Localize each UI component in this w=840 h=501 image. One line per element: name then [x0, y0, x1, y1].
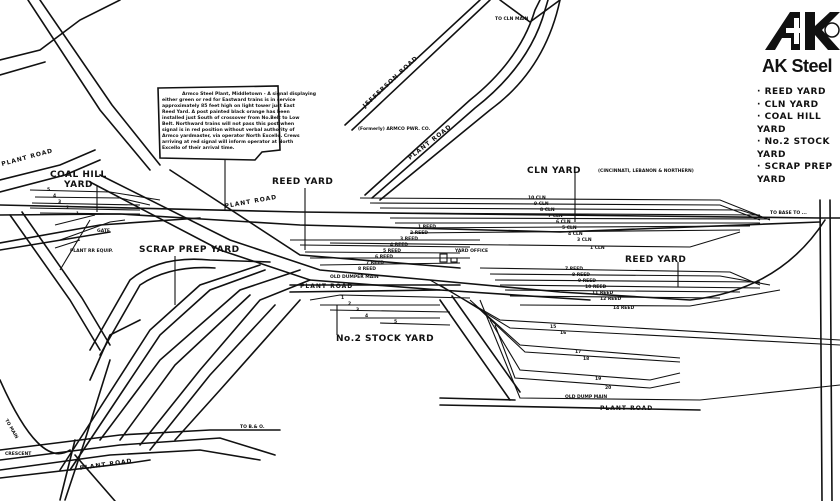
- svg-text:1: 1: [341, 295, 344, 301]
- svg-text:5: 5: [47, 187, 50, 193]
- svg-text:12 REED: 12 REED: [600, 296, 621, 302]
- reed-yard-label-right: REED YARD: [625, 255, 686, 265]
- armco-power-label: (Formerly) ARMCO PWR. CO.: [358, 126, 431, 132]
- svg-text:4: 4: [365, 313, 368, 319]
- plant-road-label: PLANT ROAD: [1, 147, 54, 168]
- svg-text:9 CLN: 9 CLN: [534, 201, 549, 207]
- plant-rr-equip-label: PLANT RR EQUIP.: [70, 248, 113, 254]
- old-dumper-main-label: OLD DUMPER MAIN: [330, 274, 379, 280]
- svg-text:3 REED: 3 REED: [400, 236, 418, 242]
- cln-yard-label: CLN YARD: [527, 166, 581, 176]
- svg-text:3: 3: [356, 307, 359, 313]
- brand-name: AK Steel: [762, 56, 833, 76]
- svg-text:8 REED: 8 REED: [572, 272, 590, 278]
- svg-text:signal is in red position with: signal is in red position without verbal…: [162, 127, 296, 133]
- svg-text:3 CLN: 3 CLN: [577, 237, 592, 243]
- yard-legend: · REED YARD · CLN YARD · COAL HILL YARD …: [757, 86, 840, 186]
- svg-text:6 CLN: 6 CLN: [556, 219, 571, 225]
- svg-text:7 CLN: 7 CLN: [548, 213, 563, 219]
- legend-item: · SCRAP PREP YARD: [757, 162, 833, 185]
- to-main-label: TO MAIN: [3, 418, 19, 440]
- svg-text:15: 15: [550, 324, 556, 330]
- scrap-prep-tracks: [0, 258, 311, 501]
- label-pointers: [96, 160, 679, 335]
- svg-text:8 CLN: 8 CLN: [540, 207, 555, 213]
- svg-text:installed just South of crosso: installed just South of crossover from N…: [162, 115, 300, 121]
- svg-text:14 REED: 14 REED: [613, 305, 634, 311]
- svg-text:9 REED: 9 REED: [578, 278, 596, 284]
- svg-text:3: 3: [58, 199, 61, 205]
- reed-yard-label: REED YARD: [272, 177, 333, 187]
- svg-text:Belt. Northward trains will no: Belt. Northward trains will not pass thi…: [162, 121, 294, 127]
- svg-text:4 REED: 4 REED: [390, 242, 408, 248]
- svg-text:Armco Steel Plant, Middletown: Armco Steel Plant, Middletown - A signal…: [182, 91, 316, 97]
- svg-text:1 CLN: 1 CLN: [590, 245, 605, 251]
- stock-yard-tracks: [289, 284, 471, 326]
- svg-text:18: 18: [583, 356, 589, 362]
- svg-text:1: 1: [76, 211, 79, 217]
- svg-text:8 REED: 8 REED: [358, 266, 376, 272]
- svg-text:20: 20: [605, 385, 611, 391]
- plant-road-label: PLANT ROAD: [300, 283, 353, 290]
- legend-item: · No.2 STOCK YARD: [757, 137, 830, 160]
- scale-building: [450, 257, 458, 263]
- svg-text:4 CLN: 4 CLN: [568, 231, 583, 237]
- jefferson-road-label: JEFFERSON ROAD: [361, 55, 420, 111]
- svg-text:10 REED: 10 REED: [585, 284, 606, 290]
- svg-text:Reed Yard. A post painted blac: Reed Yard. A post painted black orange h…: [162, 109, 290, 115]
- svg-text:16: 16: [560, 330, 566, 336]
- svg-text:17: 17: [575, 349, 581, 355]
- svg-text:7 REED: 7 REED: [366, 260, 384, 266]
- svg-text:4: 4: [53, 193, 56, 199]
- old-dump-main-label: OLD DUMP MAIN: [565, 394, 607, 400]
- yard-office-label: YARD OFFICE: [454, 248, 488, 254]
- svg-text:approximately 85 feet high on: approximately 85 feet high on light towe…: [162, 103, 295, 109]
- svg-text:2: 2: [348, 301, 351, 307]
- scrap-prep-label: SCRAP PREP YARD: [139, 245, 240, 255]
- svg-text:1 REED: 1 REED: [418, 224, 436, 230]
- coal-hill-label-1: COAL HILL: [50, 170, 107, 180]
- svg-text:Excello of their arrival time.: Excello of their arrival time.: [162, 145, 235, 151]
- to-cln-label: TO CLN MAIN: [495, 16, 529, 22]
- svg-text:19: 19: [595, 376, 601, 382]
- signal-note: Armco Steel Plant, Middletown - A signal…: [157, 85, 316, 161]
- track-numbers: 10 CLN 9 CLN 8 CLN 7 CLN 6 CLN 5 CLN 4 C…: [47, 187, 634, 391]
- svg-text:11 REED: 11 REED: [592, 290, 613, 296]
- legend-item: · COAL HILL YARD: [757, 112, 822, 135]
- coal-hill-label-2: YARD: [63, 180, 93, 190]
- svg-text:arriving at red signal will in: arriving at red signal will inform opera…: [162, 139, 293, 145]
- ak-steel-logo-icon: [765, 12, 840, 50]
- legend-item: · REED YARD: [757, 87, 826, 97]
- svg-text:either green or red for Eastwa: either green or red for Eastward trains …: [162, 97, 295, 103]
- svg-text:5: 5: [394, 319, 397, 325]
- cln-yard-tracks: [329, 197, 771, 248]
- yard-office-building: [439, 253, 448, 263]
- svg-text:6 REED: 6 REED: [375, 254, 393, 260]
- svg-text:5 REED: 5 REED: [383, 248, 401, 254]
- to-bo-label: TO B.& O.: [240, 424, 265, 430]
- cln-yard-subtitle: (CINCINNATI, LEBANON & NORTHERN): [598, 168, 694, 174]
- svg-text:Armco yardmaster, via operator: Armco yardmaster, via operator North Exc…: [162, 133, 300, 139]
- reed-yard-tracks: [290, 239, 781, 307]
- svg-text:2 REED: 2 REED: [410, 230, 428, 236]
- plant-road-label: PLANT ROAD: [79, 458, 133, 472]
- svg-text:5 CLN: 5 CLN: [562, 225, 577, 231]
- plant-road-label: PLANT ROAD: [224, 194, 278, 210]
- crescent-label: CRESCENT: [5, 451, 32, 457]
- south-tracks: [429, 279, 840, 411]
- svg-text:2: 2: [66, 205, 69, 211]
- plant-road-label: PLANT ROAD: [600, 405, 653, 412]
- svg-text:10 CLN: 10 CLN: [528, 195, 546, 201]
- to-base-label: TO BASE TO ...: [770, 210, 807, 216]
- legend-item: · CLN YARD: [757, 99, 819, 110]
- coal-hill-tracks: [29, 189, 161, 271]
- gate-label: GATE: [97, 228, 110, 234]
- svg-text:7 REED: 7 REED: [565, 266, 583, 272]
- stock-yard-label: No.2 STOCK YARD: [336, 334, 434, 344]
